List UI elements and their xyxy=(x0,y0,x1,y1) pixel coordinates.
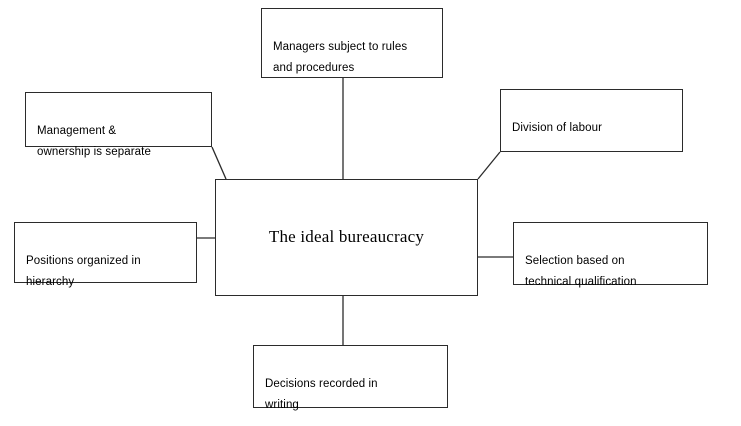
connector-division-labour-to-center xyxy=(477,151,501,180)
node-managers-rules-label: Managers subject to rules and procedures xyxy=(273,41,408,74)
node-center-ideal-bureaucracy[interactable]: The ideal bureaucracy xyxy=(215,179,478,296)
node-division-labour[interactable]: Division of labour xyxy=(500,89,683,152)
node-management-ownership-label: Management & ownership is separate xyxy=(37,125,151,158)
node-positions-hierarchy-label: Positions organized in hierarchy xyxy=(26,255,141,288)
node-management-ownership[interactable]: Management & ownership is separate xyxy=(25,92,212,158)
node-center-label: The ideal bureaucracy xyxy=(268,227,425,247)
node-decisions-writing[interactable]: Decisions recorded in writing xyxy=(253,345,448,411)
node-decisions-writing-label: Decisions recorded in writing xyxy=(265,378,378,411)
node-division-labour-label: Division of labour xyxy=(512,122,603,134)
node-managers-rules[interactable]: Managers subject to rules and procedures xyxy=(261,8,443,78)
connector-management-ownership-to-center xyxy=(211,146,227,180)
node-selection-technical[interactable]: Selection based on technical qualificati… xyxy=(513,222,708,288)
node-positions-hierarchy[interactable]: Positions organized in hierarchy xyxy=(14,222,197,288)
node-selection-technical-label: Selection based on technical qualificati… xyxy=(525,255,637,288)
